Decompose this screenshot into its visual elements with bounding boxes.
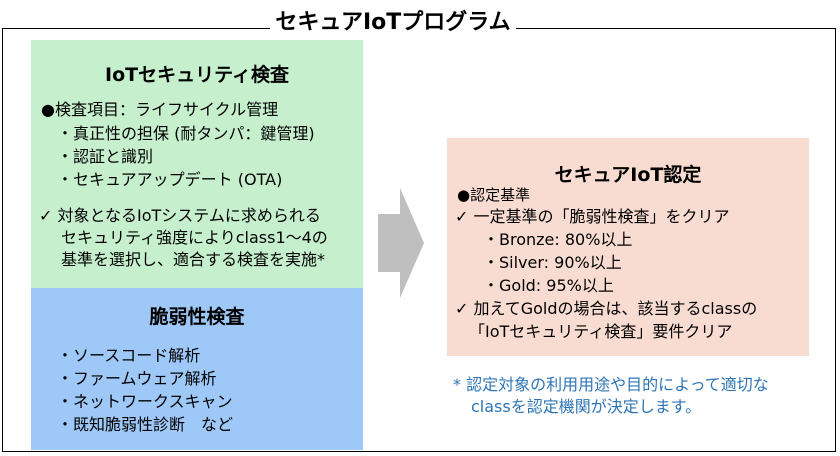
test-item: ・認証と識別 bbox=[57, 147, 154, 166]
test-items-heading: ●検査項目：ライフサイクル管理 bbox=[41, 100, 279, 119]
criteria-level: ・Gold: 95%以上 bbox=[483, 276, 614, 295]
vulnerability-item: ・ソースコード解析 bbox=[57, 346, 201, 365]
class-selection-note: 基準を選択し、適合する検査を実施* bbox=[61, 250, 326, 269]
flow-arrow-icon bbox=[378, 188, 424, 298]
certification-title: セキュアIoT認定 bbox=[554, 164, 702, 186]
criteria-heading: ●認定基準 bbox=[457, 186, 531, 204]
iot-security-test-title: IoTセキュリティ検査 bbox=[105, 64, 289, 86]
criteria-level: ・Silver: 90%以上 bbox=[483, 253, 622, 272]
test-item: ・真正性の担保 (耐タンパ：鍵管理) bbox=[57, 124, 315, 143]
vulnerability-test-box: 脆弱性検査 ・ソースコード解析 ・ファームウェア解析 ・ネットワークスキャン ・… bbox=[31, 288, 363, 450]
program-title: セキュアIoTプログラム bbox=[270, 3, 516, 37]
class-selection-note: セキュリティ強度によりclass1～4の bbox=[61, 228, 328, 247]
certification-box: セキュアIoT認定 ●認定基準 ✓ 一定基準の「脆弱性検査」をクリア ・Bron… bbox=[447, 138, 809, 356]
criteria-line: 「IoTセキュリティ検査」要件クリア bbox=[469, 322, 733, 341]
vulnerability-item: ・ネットワークスキャン bbox=[57, 392, 233, 411]
class-selection-note: ✓ 対象となるIoTシステムに求められる bbox=[39, 206, 321, 225]
vulnerability-test-title: 脆弱性検査 bbox=[149, 306, 245, 328]
iot-security-test-box: IoTセキュリティ検査 ●検査項目：ライフサイクル管理 ・真正性の担保 (耐タン… bbox=[31, 40, 363, 288]
vulnerability-item: ・ファームウェア解析 bbox=[57, 369, 217, 388]
criteria-line: ✓ 加えてGoldの場合は、該当するclassの bbox=[455, 299, 758, 318]
criteria-line: ✓ 一定基準の「脆弱性検査」をクリア bbox=[455, 207, 730, 226]
test-item: ・セキュアアップデート (OTA) bbox=[57, 170, 283, 189]
footnote-line: classを認定機関が決定します。 bbox=[471, 397, 702, 416]
criteria-level: ・Bronze: 80%以上 bbox=[483, 230, 633, 249]
footnote-line: * 認定対象の利用用途や目的によって適切な bbox=[453, 375, 769, 394]
vulnerability-item: ・既知脆弱性診断 など bbox=[57, 415, 234, 434]
